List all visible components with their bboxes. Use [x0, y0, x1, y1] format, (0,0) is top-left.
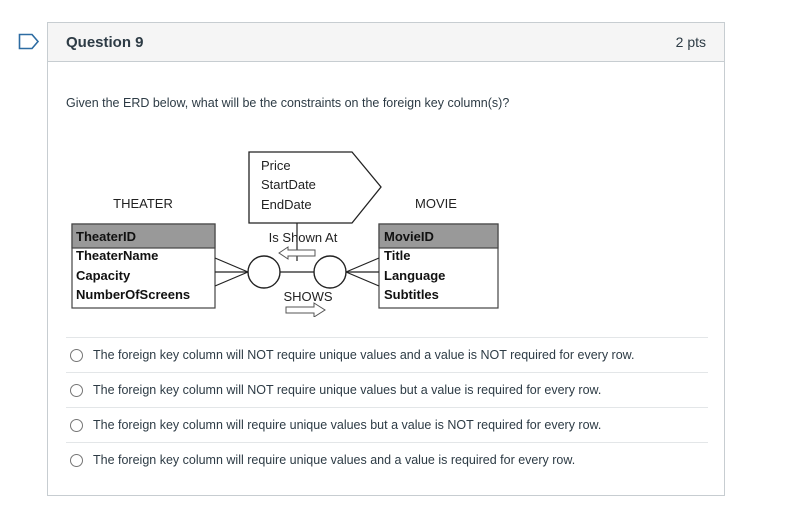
theater-optional-circle	[247, 255, 281, 289]
theater-pk: TheaterID	[76, 229, 136, 244]
answer-radio[interactable]	[70, 453, 83, 467]
theater-pk-row	[71, 223, 216, 249]
answer-text: The foreign key column will require uniq…	[93, 418, 602, 432]
relationship-label-bottom: SHOWS	[283, 289, 332, 304]
answer-text: The foreign key column will NOT require …	[93, 348, 635, 362]
erd-diagram: THEATER MOVIE Price StartDate EndDate Th…	[71, 151, 499, 317]
right-arrow-icon	[285, 302, 326, 317]
theater-field-name: TheaterName	[76, 248, 158, 263]
assoc-field-startdate: StartDate	[261, 177, 316, 192]
answer-option[interactable]: The foreign key column will require uniq…	[66, 442, 708, 477]
answer-option[interactable]: The foreign key column will NOT require …	[66, 372, 708, 407]
assoc-entity-shape	[248, 151, 382, 224]
movie-pk-row	[378, 223, 499, 249]
theater-field-screens: NumberOfScreens	[76, 287, 190, 302]
question-header: Question 9 2 pts	[48, 23, 724, 62]
relationship-label-top: Is Shown At	[269, 230, 338, 245]
movie-crowsfoot	[345, 257, 380, 287]
question-title: Question 9	[66, 33, 144, 51]
answer-radio[interactable]	[70, 348, 83, 362]
answer-text: The foreign key column will require uniq…	[93, 453, 576, 467]
theater-field-capacity: Capacity	[76, 268, 131, 283]
question-card: Question 9 2 pts Given the ERD below, wh…	[47, 22, 725, 496]
theater-entity-label: THEATER	[113, 196, 173, 211]
question-points: 2 pts	[675, 34, 706, 50]
assoc-field-enddate: EndDate	[261, 197, 312, 212]
question-prompt: Given the ERD below, what will be the co…	[66, 96, 510, 110]
answer-radio[interactable]	[70, 383, 83, 397]
answer-option[interactable]: The foreign key column will require uniq…	[66, 407, 708, 442]
answer-radio[interactable]	[70, 418, 83, 432]
movie-pk: MovieID	[384, 229, 434, 244]
answer-text: The foreign key column will NOT require …	[93, 383, 602, 397]
movie-entity-label: MOVIE	[415, 196, 457, 211]
theater-crowsfoot	[214, 257, 249, 287]
movie-field-subtitles: Subtitles	[384, 287, 439, 302]
assoc-field-price: Price	[261, 158, 291, 173]
movie-field-language: Language	[384, 268, 445, 283]
movie-optional-circle	[313, 255, 347, 289]
left-arrow-icon	[278, 246, 316, 260]
bookmark-flag-icon[interactable]	[18, 33, 40, 50]
answer-list: The foreign key column will NOT require …	[66, 337, 708, 477]
movie-field-title: Title	[384, 248, 411, 263]
answer-option[interactable]: The foreign key column will NOT require …	[66, 337, 708, 372]
